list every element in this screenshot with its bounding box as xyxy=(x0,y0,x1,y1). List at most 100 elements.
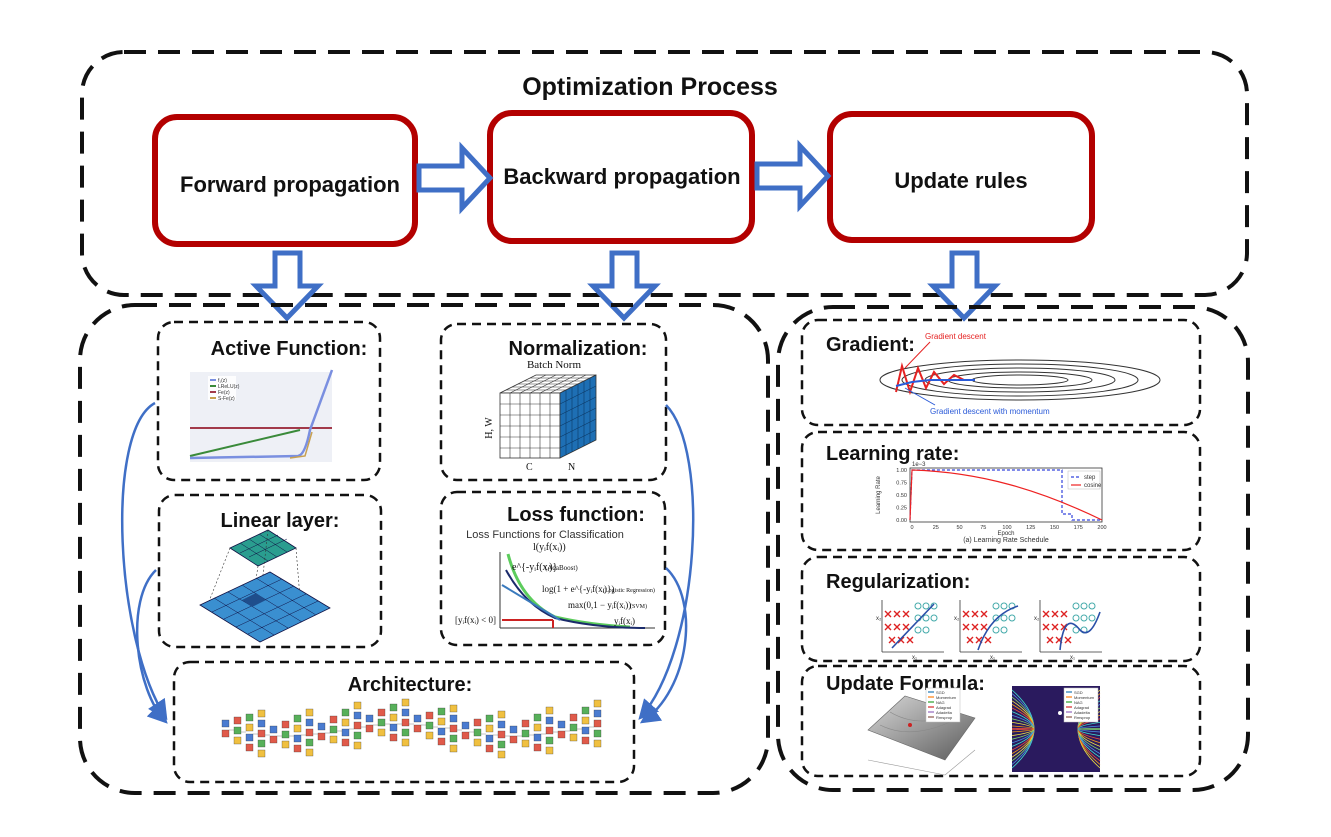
architecture-block xyxy=(233,716,242,725)
reg-decision-boundary xyxy=(1059,611,1101,651)
connector-normalization-to-architecture xyxy=(638,404,695,720)
reg-cross-mark xyxy=(902,610,910,618)
learning-rate-panel xyxy=(800,430,1202,552)
normalization-title: Normalization: xyxy=(509,338,648,360)
architecture-block xyxy=(497,710,506,719)
reg-cross-mark xyxy=(1051,610,1059,618)
architecture-block xyxy=(569,733,578,742)
loss-figure-title: Loss Functions for Classification xyxy=(466,529,624,541)
architecture-block xyxy=(569,723,578,732)
architecture-block xyxy=(473,718,482,727)
active-function-title: Active Function: xyxy=(211,338,368,360)
loss-hinge-note: (SVM) xyxy=(630,603,647,610)
reg-cross-mark xyxy=(971,610,979,618)
loss-exp-label: e^{-yᵢf(xᵢ)} xyxy=(512,562,557,573)
architecture-block xyxy=(485,744,494,753)
update-formula-title: Update Formula: xyxy=(826,673,985,695)
architecture-block xyxy=(473,728,482,737)
architecture-block xyxy=(485,734,494,743)
architecture-block xyxy=(581,706,590,715)
uf-legend-label: NAG xyxy=(1074,700,1083,705)
loss-log-label: log(1 + e^{-yᵢf(xᵢ)}) xyxy=(542,584,614,594)
batch-norm-cube: Batch Norm H, W xyxy=(484,359,597,473)
architecture-block xyxy=(413,714,422,723)
architecture-block xyxy=(257,709,266,718)
uf-legend-box xyxy=(925,687,961,723)
reg-cross-mark xyxy=(1060,610,1068,618)
architecture-block xyxy=(497,730,506,739)
reg-cross-mark xyxy=(980,623,988,631)
architecture-block xyxy=(305,728,314,737)
reg-circle-mark xyxy=(1088,602,1096,610)
reg-circle-mark xyxy=(992,614,1000,622)
architecture-block xyxy=(389,733,398,742)
loss-function-title: Loss function: xyxy=(507,504,645,526)
architecture-block xyxy=(389,713,398,722)
architecture-block xyxy=(401,738,410,747)
batch-norm-axis-c: C xyxy=(526,462,533,473)
architecture-block xyxy=(545,716,554,725)
architecture-panel xyxy=(172,660,636,784)
uf-legend-label: SGD xyxy=(936,690,945,695)
active-function-plot: f₁(z) LReLU(z) Fe(z) S-Fe(z) xyxy=(189,369,334,462)
forward-propagation-box xyxy=(152,114,418,247)
arrow-backward-to-update xyxy=(754,139,832,213)
uf-legend-label: Adadelta xyxy=(936,710,953,715)
architecture-block xyxy=(545,726,554,735)
lr-ytick: 1.00 xyxy=(896,468,907,474)
architecture-block xyxy=(293,744,302,753)
reg-circle-mark xyxy=(914,626,922,634)
reg-circle-mark xyxy=(1088,614,1096,622)
architecture-block xyxy=(533,723,542,732)
reg-circle-mark xyxy=(914,602,922,610)
architecture-block xyxy=(353,741,362,750)
architecture-block xyxy=(341,708,350,717)
reg-label-x2: x₂ xyxy=(1034,616,1040,622)
lr-xlabel: Epoch xyxy=(997,531,1014,537)
gradient-panel xyxy=(800,318,1202,427)
lr-legend-cosine: cosine xyxy=(1084,483,1102,489)
architecture-block xyxy=(389,723,398,732)
architecture-block xyxy=(329,715,338,724)
architecture-block xyxy=(257,719,266,728)
architecture-block xyxy=(437,717,446,726)
architecture-block xyxy=(281,740,290,749)
forward-propagation-label: Forward propagation xyxy=(180,172,400,197)
architecture-block xyxy=(557,730,566,739)
uf-legend-label: Adagrad xyxy=(936,705,951,710)
loss-hinge-label: max(0,1 − yᵢf(xᵢ)) xyxy=(568,600,631,610)
reg-circle-mark xyxy=(1000,626,1008,634)
uf-legend-label: Momentum xyxy=(1074,695,1095,700)
architecture-block xyxy=(233,726,242,735)
architecture-block xyxy=(389,703,398,712)
loss-zero-one-label: [yᵢf(xᵢ) < 0] xyxy=(455,615,496,625)
architecture-block xyxy=(593,729,602,738)
uf-legend-label: Rmsprop xyxy=(1074,715,1091,720)
active-legend-1: LReLU(z) xyxy=(218,384,240,390)
lr-xtick: 100 xyxy=(1002,525,1011,531)
reg-cross-mark xyxy=(966,636,974,644)
reg-cross-mark xyxy=(893,623,901,631)
lr-xtick: 200 xyxy=(1097,525,1106,531)
reg-circle-mark xyxy=(922,626,930,634)
active-legend-2: Fe(z) xyxy=(218,390,230,396)
architecture-block xyxy=(521,719,530,728)
architecture-block xyxy=(401,728,410,737)
uf-contour-line xyxy=(1011,728,1035,730)
arrow-update-down xyxy=(927,250,1001,322)
reg-circle-mark xyxy=(922,602,930,610)
architecture-block xyxy=(353,731,362,740)
architecture-block xyxy=(509,735,518,744)
reg-circle-mark xyxy=(1000,614,1008,622)
normalization-panel xyxy=(439,322,668,482)
architecture-block xyxy=(377,718,386,727)
lr-xtick: 125 xyxy=(1026,525,1035,531)
architecture-block xyxy=(425,731,434,740)
batch-norm-axis-hw: H, W xyxy=(484,417,495,439)
reg-circle-mark xyxy=(992,602,1000,610)
reg-label-x1: x₁ xyxy=(912,655,917,661)
reg-circle-mark xyxy=(1008,614,1016,622)
gradient-gd-label: Gradient descent xyxy=(925,332,987,341)
